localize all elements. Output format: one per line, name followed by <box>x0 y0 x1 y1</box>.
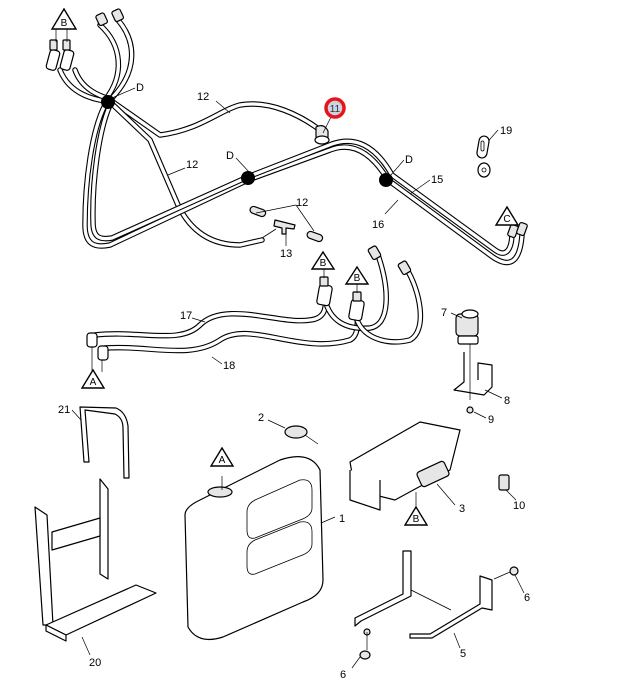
callout-19: 19 <box>500 125 512 137</box>
callout-10: 10 <box>513 500 525 512</box>
svg-text:A: A <box>90 377 97 388</box>
clamp-label: D <box>405 154 413 166</box>
elbow-connector <box>314 125 330 145</box>
clip <box>476 135 491 178</box>
clamp-d-2 <box>241 171 255 185</box>
reference-marker-c: C <box>494 205 520 226</box>
callout-12: 12 <box>296 197 308 209</box>
mounting-bracket <box>351 550 525 669</box>
callout-9: 9 <box>488 414 494 426</box>
callout-21: 21 <box>58 404 70 416</box>
solenoid-valve-assembly <box>450 309 503 419</box>
callout-1: 1 <box>339 513 345 525</box>
callout-5: 5 <box>460 648 466 660</box>
svg-text:B: B <box>320 258 327 269</box>
heater-unit <box>349 421 461 511</box>
reference-marker-b-top: B <box>50 7 78 42</box>
callout-2: 2 <box>258 412 264 424</box>
reference-marker-b-mid-1: B <box>310 250 336 270</box>
reference-marker-b-heater: B <box>403 505 429 526</box>
svg-text:B: B <box>413 514 420 525</box>
highlighted-callout-11[interactable]: 11 <box>324 97 346 119</box>
callout-15: 15 <box>431 174 443 186</box>
reference-marker-b-mid-2: B <box>344 265 370 285</box>
t-connector-assembly <box>249 204 324 246</box>
callout-17: 17 <box>180 310 192 322</box>
reference-marker-a-tank: A <box>209 446 235 467</box>
callout-6: 6 <box>524 592 530 604</box>
callout-13: 13 <box>280 248 292 260</box>
lower-hose-harness <box>86 245 424 372</box>
callout-12: 12 <box>186 159 198 171</box>
hose-connector <box>45 8 125 71</box>
tank-strap <box>71 406 130 479</box>
callout-labels: D D D 12 12 12 13 15 16 19 17 18 7 8 9 2… <box>58 82 530 680</box>
upper-hose-harness <box>45 8 528 266</box>
callout-3: 3 <box>459 503 465 515</box>
svg-text:11: 11 <box>330 104 341 115</box>
callout-6: 6 <box>340 669 346 680</box>
clamp-label: D <box>136 82 144 94</box>
tank-cradle <box>34 478 157 656</box>
callout-8: 8 <box>504 395 510 407</box>
clamp-d-3 <box>379 173 393 187</box>
fuel-tank <box>184 456 336 640</box>
callout-20: 20 <box>89 657 101 669</box>
clamp-label: D <box>226 150 234 162</box>
callout-16: 16 <box>372 219 384 231</box>
callout-18: 18 <box>223 360 235 372</box>
svg-text:B: B <box>354 273 361 284</box>
nipple <box>498 474 517 501</box>
clamp-d-1 <box>101 95 115 109</box>
svg-text:C: C <box>503 214 510 225</box>
callout-12: 12 <box>197 91 209 103</box>
tank-cap <box>267 419 319 445</box>
callout-7: 7 <box>441 307 447 319</box>
svg-text:B: B <box>61 18 68 29</box>
svg-text:A: A <box>219 455 226 466</box>
reference-marker-a-left: A <box>80 368 106 389</box>
